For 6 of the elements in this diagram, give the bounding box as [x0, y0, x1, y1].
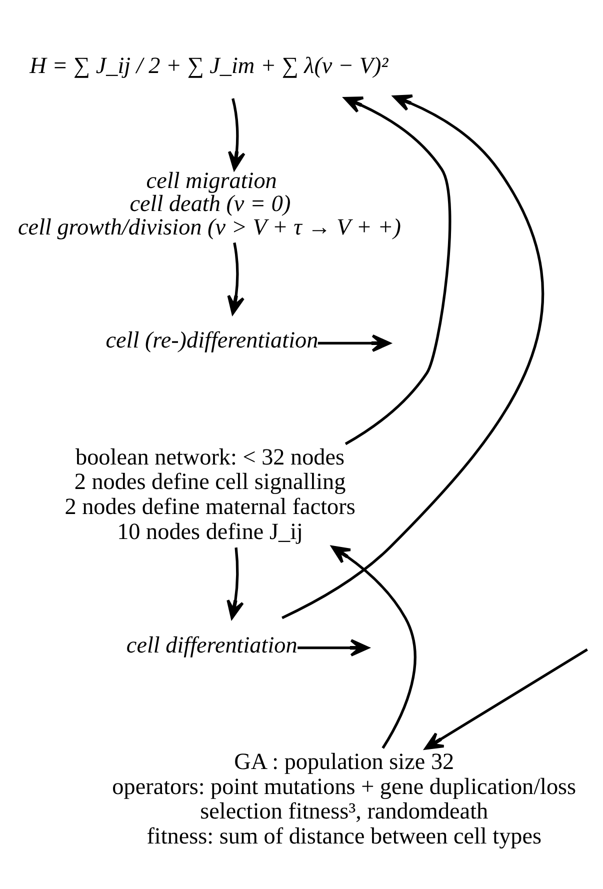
node-text: GA : population size 32 operators: point mutations + gene duplication/loss selection fitness³, randomdeath fitness: sum of distance between cell types [112, 748, 576, 849]
node-text: cell migration cell death (v = 0) cell growth/division (v > V + τ → V + +) [18, 167, 401, 240]
node-text: boolean network: < 32 nodes 2 nodes define cell signalling 2 nodes define maternal factors 10 nodes define J_ij [64, 444, 356, 544]
node-text: H = ∑ J_ij / 2 + ∑ J_im + ∑ λ(v − V)² [30, 52, 388, 78]
node-text: cell (re-)differentiation [106, 327, 318, 354]
node-text: cell differentiation [126, 632, 298, 658]
